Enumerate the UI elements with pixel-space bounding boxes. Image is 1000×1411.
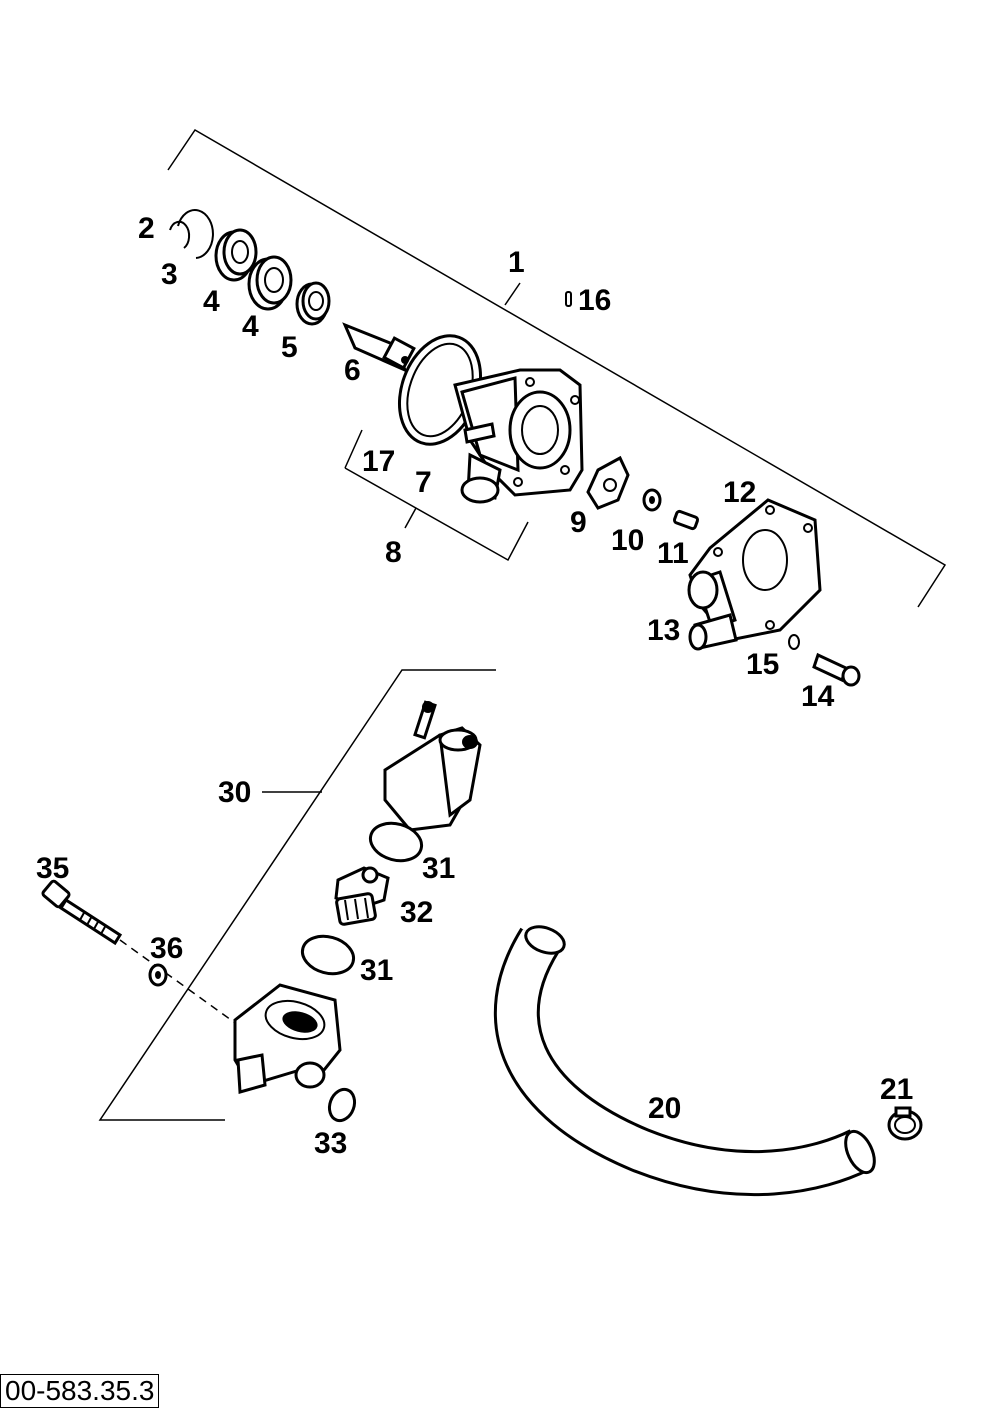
callout-14: 14: [801, 680, 835, 713]
callout-30: 30: [218, 776, 251, 809]
part-11-screw: [672, 509, 700, 531]
callout-17: 17: [362, 445, 395, 478]
water-pump-assembly-bracket: [167, 128, 947, 608]
part-5-shaft-seal: [295, 281, 331, 326]
callout-21: 21: [880, 1073, 913, 1106]
callout-4b: 4: [242, 310, 259, 343]
pump-housing-bracket: [344, 429, 529, 562]
callout-7: 7: [415, 466, 432, 499]
callout-9: 9: [570, 506, 587, 539]
thermostat-assembly-bracket: [98, 669, 496, 1121]
part-4-ball-bearing-1: [214, 228, 258, 282]
callout-35: 35: [36, 852, 69, 885]
callout-8: 8: [385, 536, 402, 569]
part-9-impeller: [586, 455, 630, 510]
part-4-ball-bearing-2: [247, 255, 293, 311]
part-20-coolant-hose: [494, 925, 876, 1197]
callout-12: 12: [723, 476, 756, 509]
callout-36: 36: [150, 932, 183, 965]
callout-5: 5: [281, 331, 298, 364]
part-2-retaining-ring: [169, 220, 191, 249]
callout-1: 1: [508, 246, 525, 279]
part-30-thermostat-housing: [233, 983, 342, 1094]
part-17-gasket: [397, 334, 483, 446]
callout-16: 16: [578, 284, 611, 317]
part-13-outlet-nipple: [688, 613, 738, 651]
part-10-washer: [642, 488, 662, 512]
callout-11: 11: [657, 537, 689, 570]
callout-3: 3: [161, 258, 178, 291]
callout-31b: 31: [360, 954, 393, 987]
callout-31a: 31: [422, 852, 455, 885]
callout-13: 13: [647, 614, 680, 647]
part-14-screw: [812, 652, 861, 687]
callout-6: 6: [344, 354, 361, 387]
callout-20: 20: [648, 1092, 681, 1125]
part-6-pump-shaft: [342, 322, 416, 373]
callout-15: 15: [746, 648, 779, 681]
callout-32: 32: [400, 896, 433, 929]
callout-4a: 4: [203, 285, 220, 318]
part-33-o-ring: [327, 1087, 357, 1123]
part-35-bolt: [41, 879, 246, 1031]
part-3-circlip: [177, 209, 214, 259]
part-21-hose-clamp: [887, 1106, 923, 1141]
callout-10: 10: [611, 524, 644, 557]
drawing-number-label: 00-583.35.3: [0, 1374, 160, 1408]
part-12-pump-cover: [687, 498, 822, 642]
part-30-thermostat-cover: [383, 700, 482, 832]
part-31-o-ring-upper: [368, 821, 424, 863]
part-32-thermostat: [334, 866, 390, 926]
callout-2: 2: [138, 212, 155, 245]
part-15-o-ring: [788, 634, 800, 650]
callout-labels: 1 2 3 4 4 5 6 7 8 9 10 11 12 13 14 15 16…: [36, 212, 913, 1160]
part-36-washer: [148, 963, 168, 987]
part-16-pin: [565, 291, 572, 307]
part-7-pump-housing: [453, 368, 584, 504]
part-31-o-ring-lower: [300, 934, 356, 976]
callout-33: 33: [314, 1127, 347, 1160]
